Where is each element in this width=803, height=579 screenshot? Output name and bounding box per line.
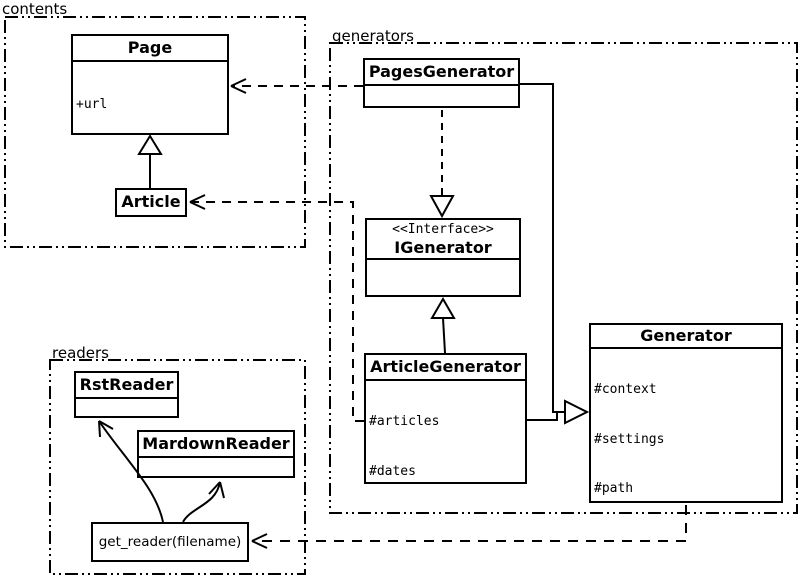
package-label-generators: generators [332, 27, 414, 45]
class-igenerator-title: <<Interface>> IGenerator [367, 220, 519, 258]
class-articlegenerator-attributes: #articles #dates #tags #categories [366, 379, 525, 482]
class-mardownreader: MardownReader +read() [137, 430, 295, 478]
class-articlegenerator: ArticleGenerator #articles #dates #tags … [364, 353, 527, 484]
class-rstreader-methods: +read() [76, 397, 177, 416]
class-page: Page +url +slug +summary +check_properti… [71, 34, 229, 135]
class-article-title: Article [121, 192, 181, 211]
inheritance-to-generator-triangle [564, 399, 590, 425]
realization-pagesgenerator-to-igenerator-triangle [429, 195, 455, 219]
class-page-attributes: +url +slug +summary [73, 60, 227, 133]
class-generator-attributes: #context #settings #path #theme #output_… [591, 347, 781, 501]
call-getreader-to-rstreader-arrowhead [98, 420, 114, 438]
attribute: +url [76, 97, 108, 112]
call-getreader-to-mardownreader-curve [182, 481, 221, 523]
class-igenerator-methods: +generate_context() +generate_output() [367, 258, 519, 295]
get-reader-node: get_reader(filename) [91, 522, 249, 562]
attribute: #articles [369, 414, 440, 429]
package-label-contents: contents [2, 0, 68, 18]
class-mardownreader-title: MardownReader [142, 434, 290, 453]
class-pagesgenerator-title: PagesGenerator [368, 62, 515, 81]
attribute: #settings [594, 431, 665, 447]
inheritance-articlegenerator-to-igenerator-line [442, 317, 446, 354]
dependency-pagesgenerator-to-page-arrowhead [230, 78, 247, 94]
class-generator: Generator #context #settings #path #them… [589, 323, 783, 503]
call-getreader-to-mardownreader-arrowhead [208, 481, 225, 499]
class-pagesgenerator-attributes: #pages [365, 84, 518, 106]
class-igenerator-name: IGenerator [394, 238, 492, 257]
class-pagesgenerator: PagesGenerator #pages [363, 58, 520, 108]
dependency-generator-to-getreader-arrowhead [251, 533, 268, 549]
inheritance-articlegenerator-to-generator-line [527, 412, 558, 421]
class-igenerator: <<Interface>> IGenerator +generate_conte… [365, 218, 521, 297]
dependency-generator-to-getreader-line [253, 505, 687, 542]
attribute: #path [594, 481, 634, 496]
interface-stereotype: <<Interface>> [392, 222, 494, 237]
class-rstreader-title: RstReader [79, 375, 174, 394]
attribute: #dates [369, 463, 416, 479]
package-label-readers: readers [52, 344, 109, 362]
inheritance-articlegenerator-to-igenerator-triangle [430, 297, 456, 319]
class-generator-title: Generator [640, 326, 732, 345]
class-article: Article [115, 188, 187, 217]
attribute: #context [594, 382, 657, 397]
inheritance-article-to-page-triangle [137, 134, 163, 155]
class-articlegenerator-title: ArticleGenerator [370, 357, 521, 376]
method: +generate_context() [370, 294, 516, 295]
class-page-title: Page [127, 38, 173, 57]
class-rstreader: RstReader +read() [74, 371, 179, 418]
dependency-articlegenerator-to-article-arrowhead [189, 194, 206, 210]
class-mardownreader-methods: +read() [139, 456, 293, 476]
dependency-articlegenerator-to-article-line [191, 201, 364, 422]
